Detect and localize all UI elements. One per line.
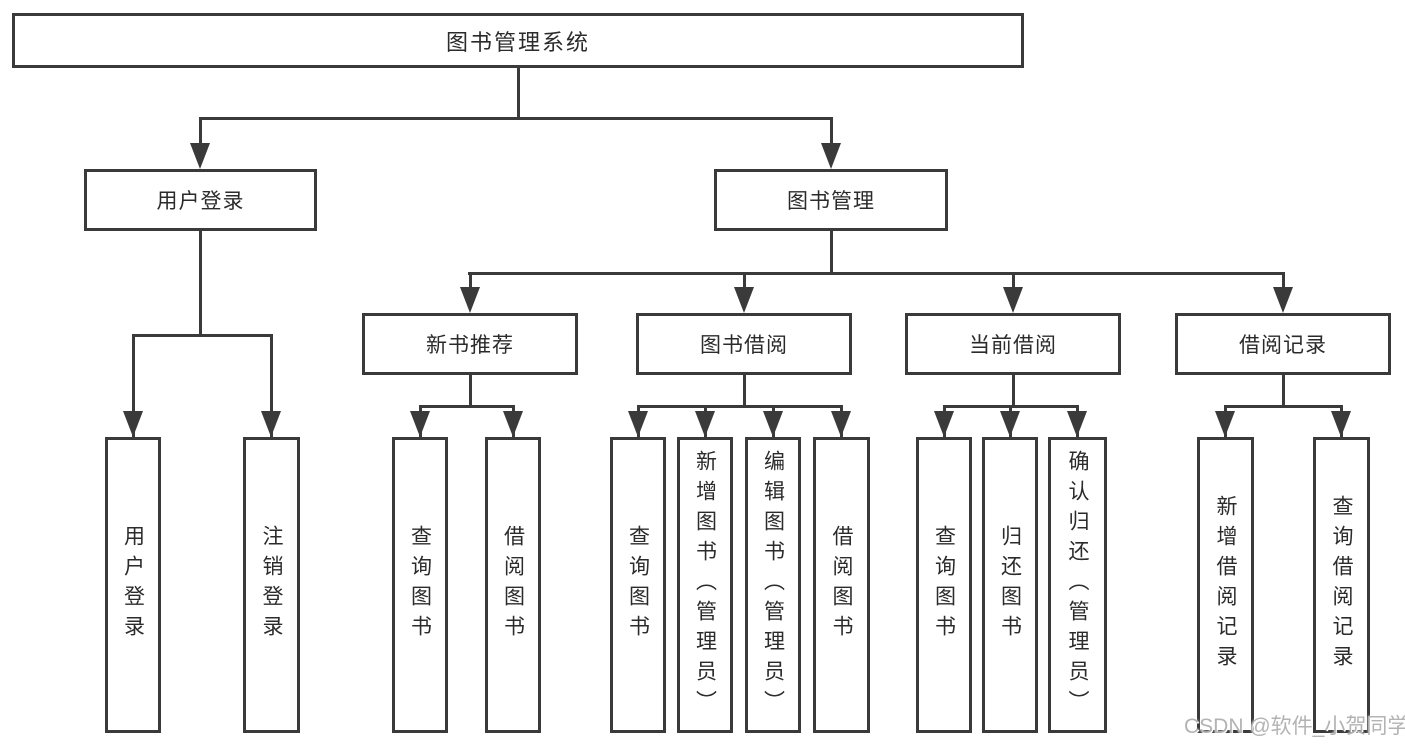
node-current-borrow-label: 当前借阅 bbox=[969, 334, 1057, 357]
connector-line bbox=[830, 117, 833, 147]
connector-line bbox=[1282, 373, 1285, 407]
node-new-book-rec-label: 新书推荐 bbox=[426, 334, 514, 357]
node-book-management-label: 图书管理 bbox=[787, 190, 875, 213]
leaf-br-query-record-label: 查询借阅记录 bbox=[1330, 495, 1353, 675]
leaf-bb-query-books: 查询图书 bbox=[610, 437, 666, 733]
arrow-down-icon bbox=[1000, 411, 1020, 437]
leaf-bb-add-books-admin-label: 新增图书（管理员） bbox=[693, 450, 717, 720]
arrow-down-icon bbox=[1067, 411, 1087, 437]
leaf-cb-return-books: 归还图书 bbox=[982, 437, 1038, 733]
node-book-borrow-label: 图书借阅 bbox=[700, 334, 788, 357]
connector-line bbox=[132, 334, 135, 437]
leaf-user-login-label: 用户登录 bbox=[121, 525, 145, 645]
leaf-nbr-borrow-books: 借阅图书 bbox=[485, 437, 541, 733]
leaf-cb-return-books-label: 归还图书 bbox=[998, 525, 1022, 645]
arrow-down-icon bbox=[1273, 287, 1293, 313]
csdn-watermark: CSDN @软件_小贺同学 bbox=[1184, 715, 1405, 738]
arrow-down-icon bbox=[821, 143, 841, 169]
connector-line bbox=[743, 373, 746, 407]
leaf-br-query-record: 查询借阅记录 bbox=[1313, 437, 1370, 733]
leaf-nbr-query-books-label: 查询图书 bbox=[408, 525, 432, 645]
arrow-down-icon bbox=[628, 411, 648, 437]
connector-line bbox=[637, 405, 843, 408]
arrow-down-icon bbox=[1215, 411, 1235, 437]
connector-line bbox=[199, 117, 833, 120]
leaf-bb-edit-books-admin: 编辑图书（管理员） bbox=[745, 437, 801, 733]
arrow-down-icon bbox=[190, 143, 210, 169]
arrow-down-icon bbox=[123, 411, 143, 437]
arrow-down-icon bbox=[695, 411, 715, 437]
leaf-nbr-borrow-books-label: 借阅图书 bbox=[501, 525, 525, 645]
leaf-cb-confirm-return-admin: 确认归还（管理员） bbox=[1048, 437, 1107, 733]
leaf-cb-query-books-label: 查询图书 bbox=[932, 525, 956, 645]
node-new-book-rec: 新书推荐 bbox=[362, 313, 578, 375]
node-current-borrow: 当前借阅 bbox=[905, 313, 1121, 375]
connector-line bbox=[199, 117, 202, 147]
arrow-down-icon bbox=[460, 287, 480, 313]
leaf-bb-borrow-books: 借阅图书 bbox=[813, 437, 870, 733]
arrow-down-icon bbox=[1331, 411, 1351, 437]
arrow-down-icon bbox=[934, 411, 954, 437]
leaf-bb-borrow-books-label: 借阅图书 bbox=[830, 525, 853, 645]
connector-line bbox=[1012, 272, 1015, 292]
node-borrow-record: 借阅记录 bbox=[1175, 313, 1391, 375]
arrow-down-icon bbox=[831, 411, 851, 437]
leaf-user-login: 用户登录 bbox=[105, 437, 161, 733]
arrow-down-icon bbox=[261, 411, 281, 437]
node-book-management: 图书管理 bbox=[714, 169, 948, 231]
node-root-label: 图书管理系统 bbox=[445, 29, 590, 55]
connector-line bbox=[270, 334, 273, 437]
connector-line bbox=[743, 272, 746, 292]
leaf-cb-confirm-return-admin-label: 确认归还（管理员） bbox=[1066, 450, 1089, 720]
connector-line bbox=[199, 229, 202, 336]
connector-line bbox=[517, 66, 520, 119]
arrow-down-icon bbox=[734, 287, 754, 313]
connector-line bbox=[1012, 373, 1015, 407]
connector-line bbox=[468, 272, 1284, 275]
node-book-borrow: 图书借阅 bbox=[636, 313, 852, 375]
leaf-logout-label: 注销登录 bbox=[260, 525, 283, 645]
connector-line bbox=[132, 334, 273, 337]
arrow-down-icon bbox=[763, 411, 783, 437]
node-user-login-label: 用户登录 bbox=[156, 190, 245, 213]
connector-line bbox=[419, 405, 515, 408]
leaf-br-add-record: 新增借阅记录 bbox=[1197, 437, 1254, 733]
leaf-bb-add-books-admin: 新增图书（管理员） bbox=[677, 437, 733, 733]
leaf-cb-query-books: 查询图书 bbox=[916, 437, 972, 733]
leaf-logout: 注销登录 bbox=[243, 437, 300, 733]
node-user-login: 用户登录 bbox=[84, 169, 317, 231]
node-borrow-record-label: 借阅记录 bbox=[1239, 334, 1327, 357]
connector-line bbox=[469, 373, 472, 407]
node-root: 图书管理系统 bbox=[12, 13, 1024, 68]
arrow-down-icon bbox=[1003, 287, 1023, 313]
connector-line bbox=[469, 272, 472, 292]
connector-line bbox=[1224, 405, 1343, 408]
connector-line bbox=[830, 229, 833, 274]
leaf-nbr-query-books: 查询图书 bbox=[392, 437, 448, 733]
leaf-bb-query-books-label: 查询图书 bbox=[626, 525, 650, 645]
arrow-down-icon bbox=[503, 411, 523, 437]
leaf-bb-edit-books-admin-label: 编辑图书（管理员） bbox=[761, 450, 785, 720]
leaf-br-add-record-label: 新增借阅记录 bbox=[1214, 495, 1237, 675]
connector-line bbox=[1282, 272, 1285, 292]
arrow-down-icon bbox=[410, 411, 430, 437]
